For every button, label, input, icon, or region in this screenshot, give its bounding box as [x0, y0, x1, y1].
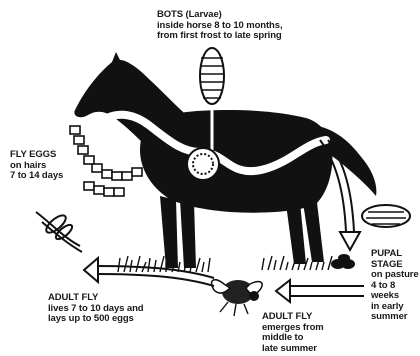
adult-bottom-line-3: late summer: [262, 344, 324, 355]
adult-fly-icon: [212, 280, 263, 316]
pupal-line-3: weeks: [371, 291, 419, 302]
fly-eggs-title: FLY EGGS: [10, 150, 63, 161]
pupal-title-1: PUPAL: [371, 249, 419, 260]
adult-left-line-2: lays up to 500 eggs: [48, 314, 144, 325]
bot-larva-icon: [200, 48, 224, 104]
bots-stage-label: BOTS (Larvae) inside horse 8 to 10 month…: [157, 10, 282, 42]
adult-fly-lifespan-label: ADULT FLY lives 7 to 10 days and lays up…: [48, 293, 144, 325]
adult-fly-emergence-label: ADULT FLY emerges from middle to late su…: [262, 312, 324, 354]
fly-eggs-chain-icon: [70, 126, 142, 196]
pupal-line-5: summer: [371, 312, 419, 323]
pupal-stage-label: PUPAL STAGE on pasture 4 to 8 weeks in e…: [371, 249, 419, 323]
bots-title: BOTS (Larvae): [157, 10, 282, 21]
pupal-line-1: on pasture: [371, 270, 419, 281]
fly-eggs-stage-label: FLY EGGS on hairs 7 to 14 days: [10, 150, 63, 182]
arrow-to-adult-fly: [276, 280, 364, 302]
adult-bottom-title: ADULT FLY: [262, 312, 324, 323]
eggs-on-hair-icon: [36, 212, 82, 252]
bots-line-2: from first frost to late spring: [157, 31, 282, 42]
adult-left-title: ADULT FLY: [48, 293, 144, 304]
stomach-bots-icon: [187, 148, 219, 180]
pupa-icon: [362, 205, 410, 227]
adult-bottom-line-2: middle to: [262, 333, 324, 344]
pupae-on-pasture: [331, 254, 355, 269]
fly-eggs-line-2: 7 to 14 days: [10, 171, 63, 182]
